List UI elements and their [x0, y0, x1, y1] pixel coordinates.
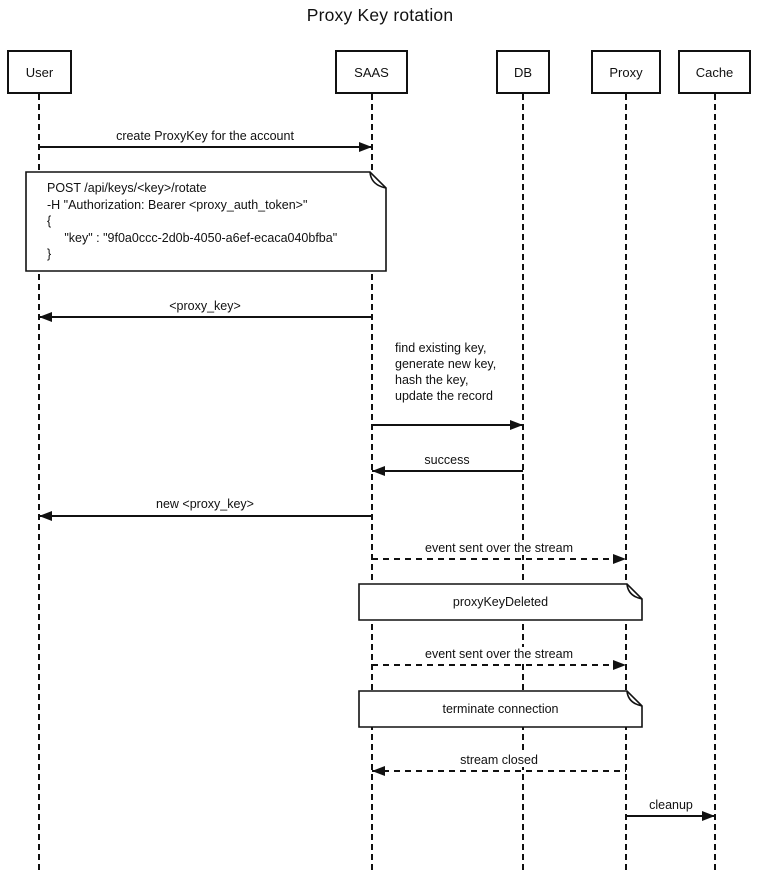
lifeline-saas — [371, 94, 373, 873]
message-line-stream-closed — [372, 770, 626, 772]
actor-label-cache: Cache — [695, 64, 734, 80]
actor-box-cache: Cache — [678, 50, 751, 94]
actor-label-proxy: Proxy — [609, 64, 643, 80]
note-proxykeydeleted: proxyKeyDeleted — [358, 583, 643, 621]
message-label-event-stream-2: event sent over the stream — [422, 647, 576, 661]
message-line-new-proxy-key — [39, 515, 372, 517]
message-label-cleanup: cleanup — [646, 798, 696, 812]
note-terminate-connection: terminate connection — [358, 690, 643, 728]
actor-box-db: DB — [496, 50, 550, 94]
arrowhead-right-icon — [613, 660, 626, 670]
note-post-rotate-text: POST /api/keys/<key>/rotate -H "Authoriz… — [47, 181, 338, 261]
message-label-create-proxykey: create ProxyKey for the account — [113, 129, 297, 143]
message-label-event-stream-1: event sent over the stream — [422, 541, 576, 555]
message-label-update-record: find existing key, generate new key, has… — [395, 341, 497, 403]
message-line-update-record — [372, 424, 523, 426]
actor-label-db: DB — [513, 64, 533, 80]
arrowhead-right-icon — [613, 554, 626, 564]
message-label-proxy-key: <proxy_key> — [166, 299, 244, 313]
arrowhead-left-icon — [372, 466, 385, 476]
actor-box-proxy: Proxy — [591, 50, 661, 94]
actor-box-user: User — [7, 50, 72, 94]
message-label-stream-closed: stream closed — [457, 753, 541, 767]
actor-label-saas: SAAS — [354, 64, 389, 80]
arrowhead-left-icon — [39, 312, 52, 322]
message-line-create-proxykey — [39, 146, 372, 148]
note-proxykeydeleted-text: proxyKeyDeleted — [452, 595, 549, 609]
arrowhead-left-icon — [39, 511, 52, 521]
message-label-new-proxy-key: new <proxy_key> — [153, 497, 257, 511]
message-line-success — [372, 470, 523, 472]
arrowhead-right-icon — [702, 811, 715, 821]
note-outline-icon — [358, 690, 643, 728]
note-post-rotate: POST /api/keys/<key>/rotate -H "Authoriz… — [25, 171, 387, 272]
note-outline-icon — [358, 583, 643, 621]
arrowhead-right-icon — [359, 142, 372, 152]
diagram-title: Proxy Key rotation — [306, 5, 454, 25]
lifeline-cache — [714, 94, 716, 873]
note-terminate-connection-text: terminate connection — [442, 702, 559, 716]
arrowhead-left-icon — [372, 766, 385, 776]
message-label-success: success — [421, 453, 473, 467]
lifeline-user — [38, 94, 40, 873]
message-line-event-stream-1 — [372, 558, 626, 560]
lifeline-db — [522, 94, 524, 873]
lifeline-proxy — [625, 94, 627, 873]
message-line-proxy-key — [39, 316, 372, 318]
actor-label-user: User — [25, 64, 54, 80]
message-line-cleanup — [626, 815, 715, 817]
actor-box-saas: SAAS — [335, 50, 408, 94]
note-outline-icon — [25, 171, 387, 272]
message-line-event-stream-2 — [372, 664, 626, 666]
arrowhead-right-icon — [510, 420, 523, 430]
